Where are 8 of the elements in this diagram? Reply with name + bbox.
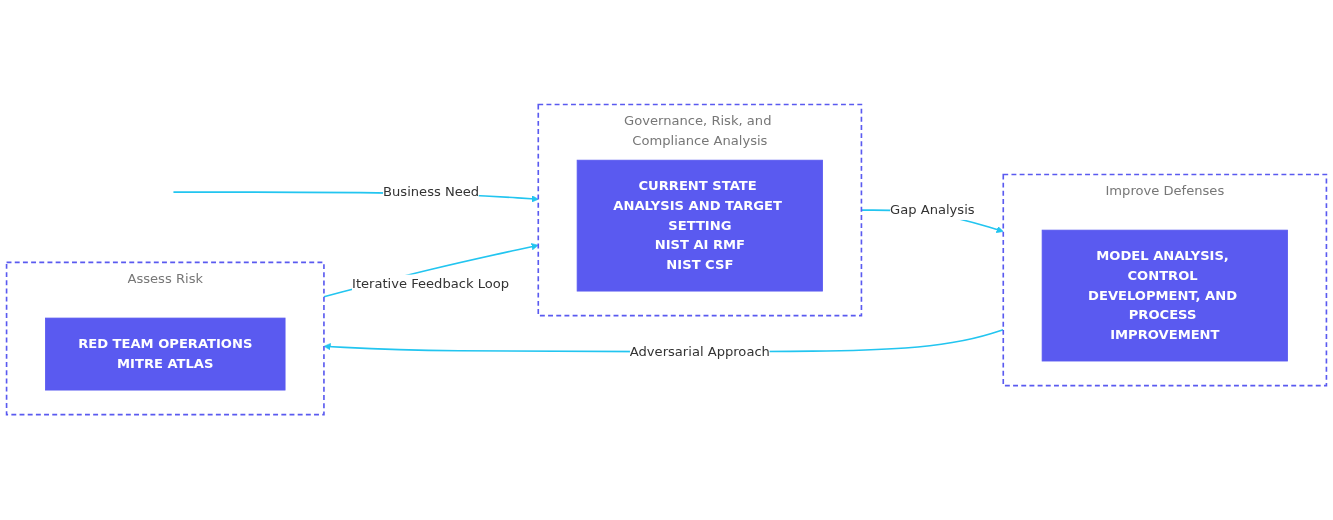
node-box: RED TEAM OPERATIONS MITRE ATLAS — [45, 318, 286, 391]
arrow — [323, 243, 539, 298]
edge-label: Business Need — [383, 184, 480, 200]
edge-label: Adversarial Approach — [629, 343, 770, 360]
edge-label: Gap Analysis — [890, 202, 975, 218]
node-box: CURRENT STATE ANALYSIS AND TARGET SETTING NIST AI RMF NIST CSF — [576, 160, 823, 292]
edge-label: Iterative Feedback Loop — [352, 276, 510, 293]
node-box: MODEL ANALYSIS, CONTROL DEVELOPMENT, AND PROCESS IMPROVEMENT — [1041, 230, 1288, 362]
